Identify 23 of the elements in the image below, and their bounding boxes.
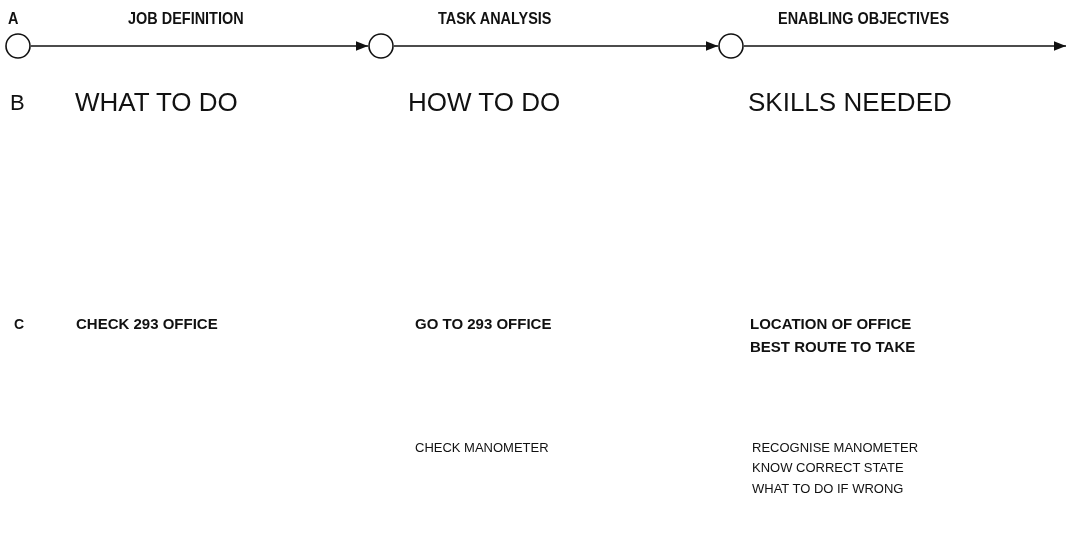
column-heading: JOB DEFINITION — [128, 10, 244, 29]
column-title: HOW TO DO — [408, 88, 561, 117]
column-heading: TASK ANALYSIS — [438, 10, 552, 29]
arrow — [393, 41, 719, 51]
cell-text: CHECK 293 OFFICE — [76, 316, 218, 333]
row-letter: A — [8, 10, 19, 29]
circle-node — [718, 33, 744, 59]
row-letter: B — [10, 91, 25, 116]
arrow — [743, 41, 1067, 51]
column-heading: ENABLING OBJECTIVES — [778, 10, 949, 29]
arrow — [30, 41, 369, 51]
cell-text: RECOGNISE MANOMETER — [752, 441, 919, 456]
circle-node — [5, 33, 31, 59]
column-title: WHAT TO DO — [75, 88, 238, 117]
column-title: SKILLS NEEDED — [748, 88, 952, 117]
cell-text: WHAT TO DO IF WRONG — [752, 482, 904, 497]
cell-text: LOCATION OF OFFICE — [750, 316, 912, 333]
cell-text: KNOW CORRECT STATE — [752, 461, 904, 476]
circle-node — [368, 33, 394, 59]
cell-text: CHECK MANOMETER — [415, 441, 549, 456]
cell-text: BEST ROUTE TO TAKE — [750, 339, 916, 356]
row-letter: C — [14, 317, 25, 333]
cell-text: GO TO 293 OFFICE — [415, 316, 552, 333]
